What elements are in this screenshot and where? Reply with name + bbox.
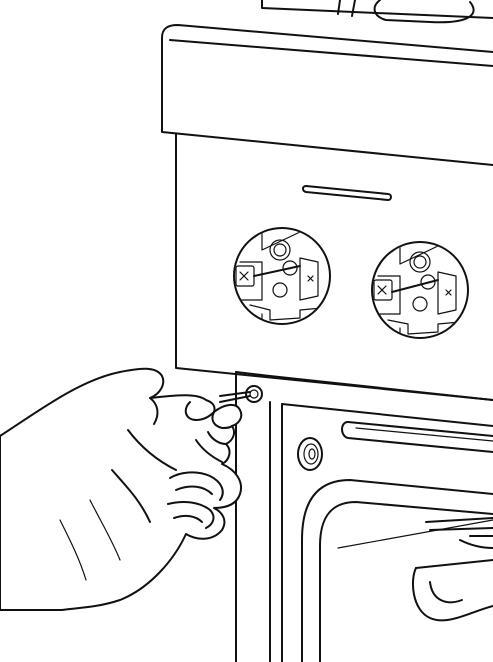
knob-icon bbox=[297, 437, 323, 471]
vent-slot bbox=[302, 185, 392, 201]
screw-icon bbox=[245, 385, 263, 403]
screwdriver-icon bbox=[219, 391, 251, 403]
worktop bbox=[161, 24, 493, 166]
hand-icon bbox=[0, 367, 243, 611]
oven-front bbox=[281, 403, 493, 662]
hob-top bbox=[261, 0, 493, 24]
left-valve-detail bbox=[233, 227, 331, 325]
right-valve-detail bbox=[371, 241, 469, 339]
